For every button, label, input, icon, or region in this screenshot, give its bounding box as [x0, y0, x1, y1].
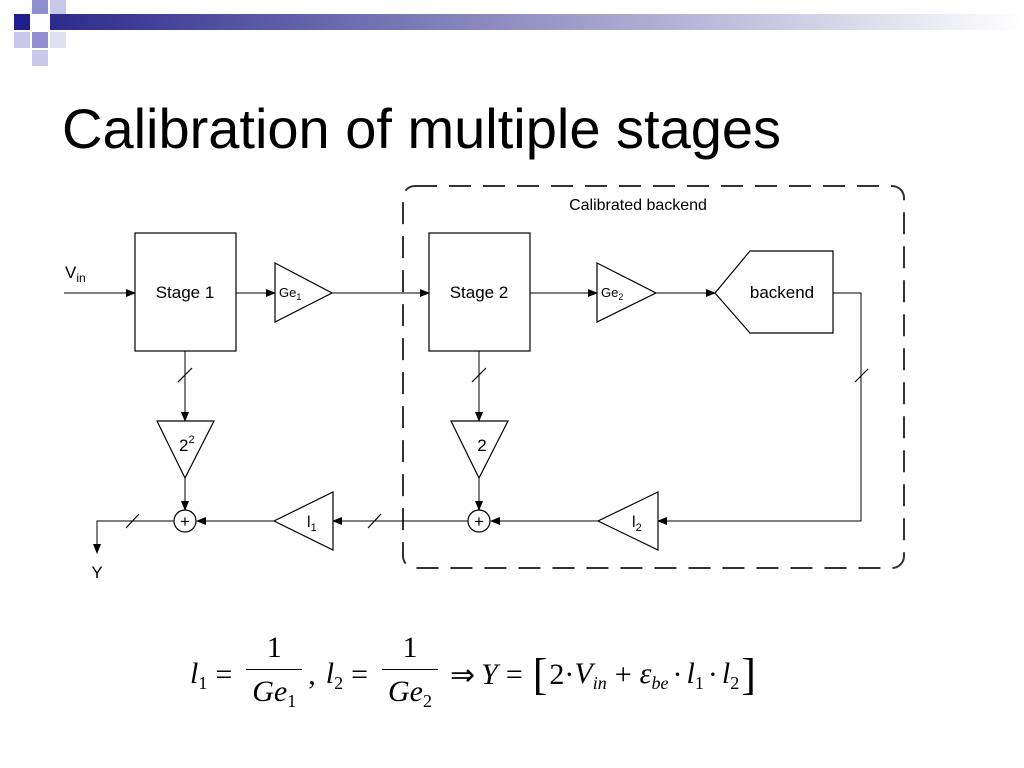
output-wire: [93, 520, 174, 554]
formula-plus: +: [614, 658, 632, 691]
ge1-label: Ge1: [279, 285, 301, 302]
formula-equals-3: =: [505, 658, 523, 691]
formula-dot-3: ·: [707, 658, 718, 691]
backend-label: backend: [750, 283, 814, 302]
scale2-triangle: [450, 420, 509, 480]
formula-equals-1: =: [215, 658, 233, 691]
stage1-label: Stage 1: [156, 283, 215, 302]
formula-l1-term: l1: [686, 656, 704, 693]
ge2-label: Ge2: [601, 285, 623, 302]
formula-equals-2: =: [351, 658, 369, 691]
formula-close-bracket: ]: [741, 650, 756, 699]
formula-epsilon-be: εbe: [639, 656, 669, 693]
output-bus-slash: [125, 513, 140, 529]
stage1-bus-slash: [177, 367, 193, 383]
calibration-formula: l1 = 1 Ge1 , l2 = 1 Ge2 ⇒ Y = [ 2 · Vin …: [190, 630, 758, 720]
sum2-bus-slash: [367, 513, 382, 529]
backend-bus-slash: [854, 368, 869, 383]
formula-l2-term: l2: [721, 656, 740, 693]
scale1-label: 22: [179, 434, 195, 455]
output-label: Y: [91, 563, 102, 582]
input-label: Vin: [65, 263, 86, 285]
scale2-label: 2: [477, 436, 486, 455]
formula-open-bracket: [: [532, 650, 548, 699]
l1-triangle: [272, 491, 334, 551]
formula-fraction-2: 1 Ge2: [382, 631, 438, 719]
formula-dot-1: ·: [564, 658, 575, 691]
sum1-symbol: +: [180, 512, 190, 531]
calibration-diagram: Calibrated backend Vin Stage 1 Ge1 Stage…: [64, 185, 905, 582]
formula-comma: ,: [308, 658, 316, 691]
calibrated-backend-region: [402, 185, 905, 569]
formula-implies: ⇒: [450, 658, 476, 692]
sum2-symbol: +: [474, 512, 484, 531]
stage1-block: [134, 232, 237, 352]
formula-dot-2: ·: [672, 658, 683, 691]
region-label: Calibrated backend: [569, 197, 707, 214]
scale1-triangle: [156, 420, 215, 480]
backend-output-wire: [657, 292, 862, 525]
formula-two: 2: [549, 658, 565, 691]
l2-triangle: [596, 491, 659, 551]
formula-vin: Vin: [574, 656, 607, 693]
backend-block: [714, 250, 834, 334]
formula-y: Y: [481, 658, 498, 691]
ge1-gain-triangle: [274, 262, 334, 323]
l2-label: l2: [632, 514, 642, 534]
stage2-bus-slash: [471, 367, 487, 383]
formula-l1: l1: [190, 656, 208, 693]
ge2-gain-triangle: [596, 262, 658, 323]
page-title: Calibration of multiple stages: [62, 97, 782, 160]
l1-label: l1: [307, 514, 317, 534]
stage2-block: [428, 232, 531, 352]
corner-decoration: [14, 0, 1024, 66]
stage2-label: Stage 2: [450, 283, 509, 302]
formula-l2: l2: [325, 656, 344, 693]
formula-fraction-1: 1 Ge1: [246, 631, 303, 719]
